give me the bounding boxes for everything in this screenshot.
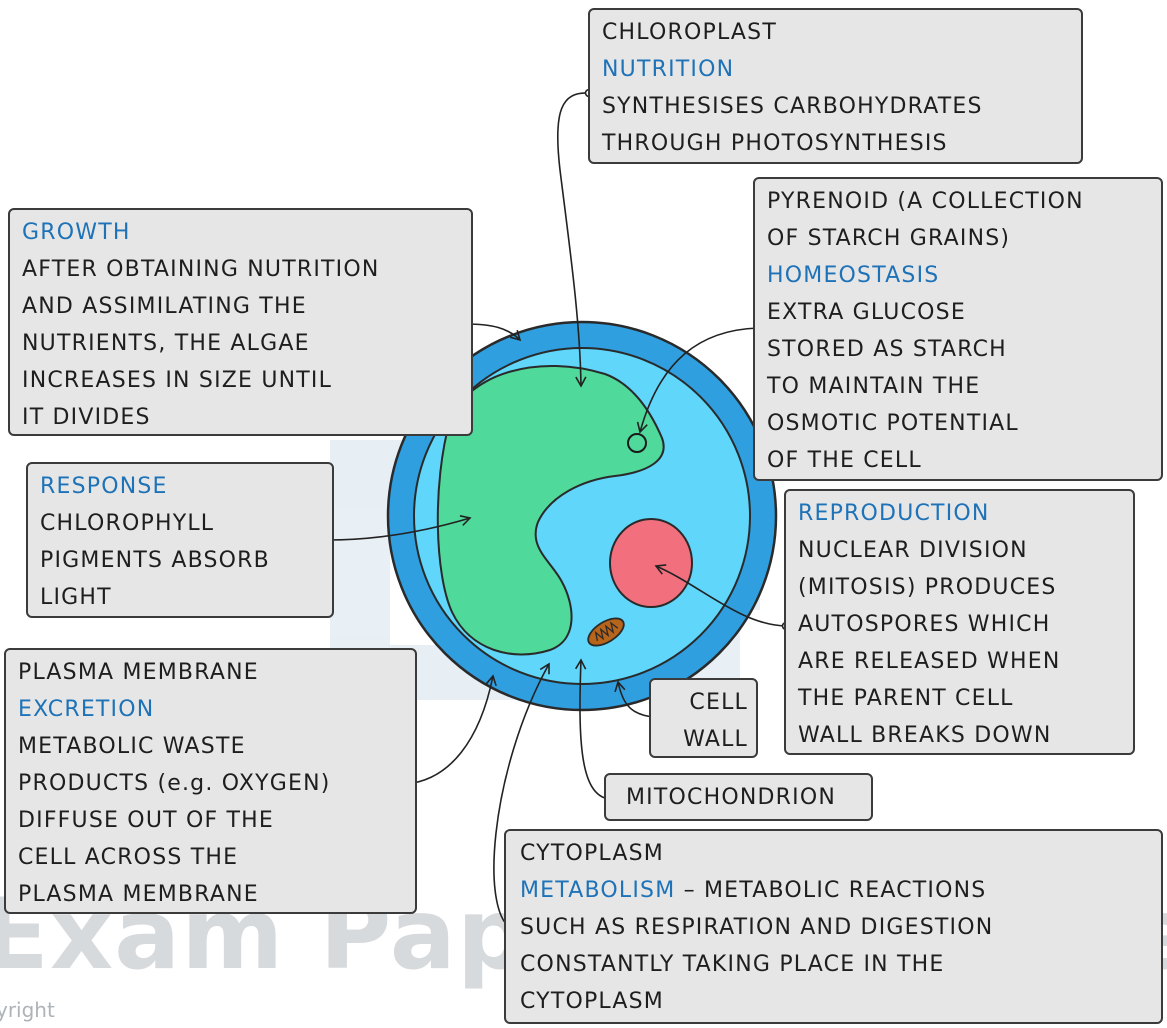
pyrenoid <box>627 433 647 453</box>
cell-wall-leader <box>614 680 655 718</box>
nutrition-heading: NUTRITION <box>602 57 735 82</box>
mitochondrion <box>587 617 625 647</box>
chloroplast-title: CHLOROPLAST <box>602 20 777 45</box>
growth-line-4: INCREASES IN SIZE UNTIL <box>22 368 333 393</box>
excretion-line-3: DIFFUSE OUT OF THE <box>18 808 274 833</box>
growth-line-5: IT DIVIDES <box>22 405 151 430</box>
excretion-heading: EXCRETION <box>18 697 155 722</box>
response-line-1: CHLOROPHYLL <box>40 511 215 536</box>
metabolism-row: METABOLISM – METABOLIC REACTIONS <box>520 872 1151 909</box>
mitochondrion-text: MITOCHONDRION <box>626 785 836 810</box>
excretion-line-1: METABOLIC WASTE <box>18 734 246 759</box>
reproduction-leader <box>654 564 787 627</box>
cytoplasm-title: CYTOPLASM <box>520 841 664 866</box>
pyrenoid-title-1: PYRENOID (A COLLECTION <box>767 189 1084 214</box>
reproduction-heading: REPRODUCTION <box>798 501 990 526</box>
response-leader <box>326 515 472 541</box>
cytoplasm-line-2: CONSTANTLY TAKING PLACE IN THE <box>520 952 945 977</box>
pyrenoid-leader <box>636 327 759 434</box>
pyrenoid-line-3: TO MAINTAIN THE <box>767 374 981 399</box>
pyrenoid-line-5: OF THE CELL <box>767 448 922 473</box>
cytoplasm-line-1: SUCH AS RESPIRATION AND DIGESTION <box>520 915 994 940</box>
mitochondrion-leader <box>574 658 610 800</box>
excretion-line-5: PLASMA MEMBRANE <box>18 882 259 907</box>
chloroplast-line-2: THROUGH PHOTOSYNTHESIS <box>602 131 948 156</box>
cell-wall-label: CELL WALL <box>649 678 758 758</box>
response-line-3: LIGHT <box>40 585 112 610</box>
pyrenoid-line-4: OSMOTIC POTENTIAL <box>767 411 1019 436</box>
reproduction-line-2: (MITOSIS) PRODUCES <box>798 575 1057 600</box>
reproduction-label: REPRODUCTION NUCLEAR DIVISION (MITOSIS) … <box>784 489 1135 755</box>
reproduction-line-4: ARE RELEASED WHEN <box>798 649 1061 674</box>
metabolism-heading-rest: – METABOLIC REACTIONS <box>675 878 987 903</box>
excretion-leader <box>405 674 497 785</box>
cell-wall-line-1: CELL <box>689 690 748 715</box>
chloroplast-leader <box>556 92 589 388</box>
growth-line-2: AND ASSIMILATING THE <box>22 294 307 319</box>
homeostasis-heading: HOMEOSTASIS <box>767 263 940 288</box>
pyrenoid-line-2: STORED AS STARCH <box>767 337 1007 362</box>
response-heading: RESPONSE <box>40 474 168 499</box>
cytoplasm-label: CYTOPLASM METABOLISM – METABOLIC REACTIO… <box>504 829 1163 1024</box>
nucleus <box>609 518 693 608</box>
reproduction-line-1: NUCLEAR DIVISION <box>798 538 1028 563</box>
cytoplasm-leader <box>493 662 550 931</box>
excretion-line-4: CELL ACROSS THE <box>18 845 239 870</box>
growth-line-3: NUTRIENTS, THE ALGAE <box>22 331 310 356</box>
excretion-label: PLASMA MEMBRANE EXCRETION METABOLIC WAST… <box>4 648 417 914</box>
chloroplast-line-1: SYNTHESISES CARBOHYDRATES <box>602 94 983 119</box>
chloroplast <box>436 364 665 656</box>
growth-label: GROWTH AFTER OBTAINING NUTRITION AND ASS… <box>8 208 473 436</box>
pyrenoid-line-1: EXTRA GLUCOSE <box>767 300 966 325</box>
excretion-line-2: PRODUCTS (e.g. OXYGEN) <box>18 771 331 796</box>
pyrenoid-title-2: OF STARCH GRAINS) <box>767 226 1011 251</box>
response-line-2: PIGMENTS ABSORB <box>40 548 270 573</box>
growth-line-1: AFTER OBTAINING NUTRITION <box>22 257 380 282</box>
metabolism-heading: METABOLISM <box>520 878 676 903</box>
mitochondrion-label: MITOCHONDRION <box>604 773 873 821</box>
reproduction-line-6: WALL BREAKS DOWN <box>798 723 1052 748</box>
response-label: RESPONSE CHLOROPHYLL PIGMENTS ABSORB LIG… <box>26 462 334 618</box>
pyrenoid-label: PYRENOID (A COLLECTION OF STARCH GRAINS)… <box>753 177 1163 481</box>
reproduction-line-5: THE PARENT CELL <box>798 686 1014 711</box>
cell-wall-line-2: WALL <box>683 727 748 752</box>
growth-heading: GROWTH <box>22 220 131 245</box>
chloroplast-label: CHLOROPLAST NUTRITION SYNTHESISES CARBOH… <box>588 8 1083 164</box>
excretion-title: PLASMA MEMBRANE <box>18 660 259 685</box>
cytoplasm-line-3: CYTOPLASM <box>520 989 664 1014</box>
reproduction-line-3: AUTOSPORES WHICH <box>798 612 1051 637</box>
